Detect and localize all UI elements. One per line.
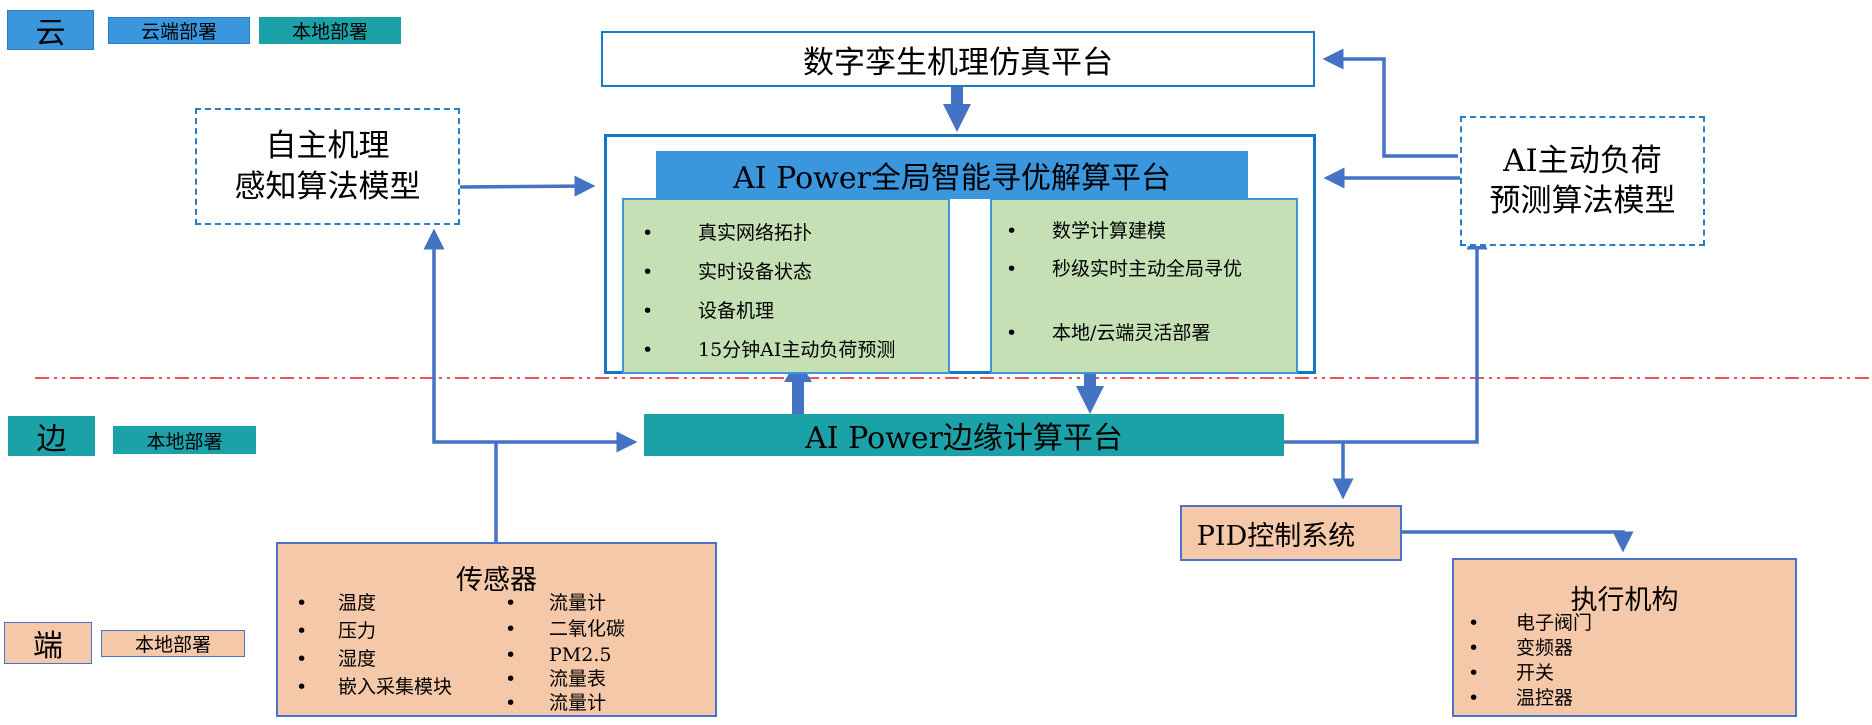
ai-inputs-panel: • 真实网络拓扑 • 实时设备状态 • 设备机理 • 15分钟AI主动负荷预测 xyxy=(622,198,950,374)
bullet-icon: • xyxy=(296,648,308,670)
sensor-label: 流量计 xyxy=(549,692,607,714)
list-item: • 秒级实时主动全局寻优 xyxy=(1006,257,1256,283)
tier-tag-end: 端 xyxy=(4,622,92,664)
list-item: • 数学计算建模 xyxy=(1006,219,1286,245)
actuators-box[interactable]: 执行机构 • 电子阀门 • 变频器 • 开关 • 温控器 xyxy=(1452,558,1797,717)
actuator-label: 电子阀门 xyxy=(1516,612,1593,634)
ai-platform-title-bar[interactable]: AI Power全局智能寻优解算平台 xyxy=(656,151,1248,199)
sensor-label: 压力 xyxy=(338,620,377,642)
ai-outputs-panel: • 数学计算建模 • 秒级实时主动全局寻优 • 本地/云端灵活部署 xyxy=(990,198,1298,374)
sensor-label: 流量表 xyxy=(549,668,607,690)
deploy-tag-label: 本地部署 xyxy=(134,634,211,656)
arrow-perception-to-ai xyxy=(459,175,596,197)
actuator-label: 变频器 xyxy=(1516,637,1574,659)
arrow-forecast-to-twin xyxy=(1322,48,1458,158)
list-item: • 温度 xyxy=(296,594,376,613)
sensor-label: 温度 xyxy=(338,592,377,614)
list-item: • 本地/云端灵活部署 xyxy=(1006,321,1286,347)
output-label: 本地/云端灵活部署 xyxy=(1052,322,1211,344)
perception-model-line-2: 感知算法模型 xyxy=(234,168,421,205)
bullet-icon: • xyxy=(296,592,308,614)
input-label: 设备机理 xyxy=(698,300,775,322)
input-label: 15分钟AI主动负荷预测 xyxy=(698,339,896,361)
list-item: • 设备机理 xyxy=(642,302,774,321)
pid-control-label: PID控制系统 xyxy=(1196,520,1356,552)
arrow-pid-to-actuator xyxy=(1402,530,1634,553)
list-item: • 湿度 xyxy=(296,650,376,669)
output-label: 秒级实时主动全局寻优 xyxy=(1052,258,1243,280)
deploy-tag-end-local: 本地部署 xyxy=(101,630,245,657)
actuator-label: 温控器 xyxy=(1516,687,1574,709)
list-item: • PM2.5 xyxy=(505,646,611,665)
twin-platform-label: 数字孪生机理仿真平台 xyxy=(803,44,1113,81)
deploy-tag-label: 本地部署 xyxy=(291,21,368,43)
bullet-icon: • xyxy=(1006,220,1018,242)
forecast-model-line-2: 预测算法模型 xyxy=(1489,183,1676,219)
arrow-junction-to-perception xyxy=(423,228,496,444)
bullet-icon: • xyxy=(505,644,517,666)
pid-control-box[interactable]: PID控制系统 xyxy=(1180,505,1402,561)
bullet-icon: • xyxy=(296,620,308,642)
bullet-icon: • xyxy=(642,300,654,322)
list-item: • 流量计 xyxy=(505,694,606,713)
sensor-label: 嵌入采集模块 xyxy=(338,676,453,698)
bullet-icon: • xyxy=(1468,612,1480,634)
list-item: • 开关 xyxy=(1468,664,1554,683)
bullet-icon: • xyxy=(505,668,517,690)
input-label: 真实网络拓扑 xyxy=(698,222,813,244)
list-item: • 压力 xyxy=(296,622,376,641)
perception-model-box[interactable]: 自主机理 感知算法模型 xyxy=(195,108,460,225)
sensors-box[interactable]: 传感器 • 温度 • 压力 • 湿度 • 嵌入采集模块 • 流量计 • 二氧化碳 • PM2.… xyxy=(276,542,717,717)
tier-tag-edge: 边 xyxy=(8,416,95,457)
sensor-label: 二氧化碳 xyxy=(549,618,626,640)
deploy-tag-label: 本地部署 xyxy=(146,430,223,453)
tier-label-cloud: 云 xyxy=(35,16,66,51)
output-label: 数学计算建模 xyxy=(1052,220,1167,242)
tier-label-end: 端 xyxy=(33,629,63,664)
load-forecast-model-box[interactable]: AI主动负荷 预测算法模型 xyxy=(1460,116,1705,246)
tier-tag-cloud: 云 xyxy=(7,10,94,51)
bullet-icon: • xyxy=(642,222,654,244)
bullet-icon: • xyxy=(1468,637,1480,659)
edge-platform-box[interactable]: AI Power边缘计算平台 xyxy=(644,414,1284,456)
bullet-icon: • xyxy=(1006,258,1018,280)
list-item: • 电子阀门 xyxy=(1468,614,1592,633)
bullet-icon: • xyxy=(505,692,517,714)
actuator-label: 开关 xyxy=(1516,662,1555,684)
tier-label-edge: 边 xyxy=(36,422,67,457)
actuators-title: 执行机构 xyxy=(1570,585,1679,616)
deploy-tag-label: 云端部署 xyxy=(140,21,217,43)
deploy-tag-cloud: 云端部署 xyxy=(108,17,250,44)
list-item: • 二氧化碳 xyxy=(505,620,625,639)
sensor-label: PM2.5 xyxy=(549,644,612,666)
edge-platform-label: AI Power边缘计算平台 xyxy=(805,421,1123,456)
deploy-tag-local: 本地部署 xyxy=(259,17,401,44)
bullet-icon: • xyxy=(1468,662,1480,684)
sensors-title: 传感器 xyxy=(456,565,537,596)
ai-platform-title: AI Power全局智能寻优解算平台 xyxy=(733,161,1171,196)
list-item: • 真实网络拓扑 xyxy=(642,224,812,243)
list-item: • 实时设备状态 xyxy=(642,263,812,282)
bullet-icon: • xyxy=(642,339,654,361)
list-item: • 流量计 xyxy=(505,594,606,613)
bullet-icon: • xyxy=(505,592,517,614)
perception-model-line-1: 自主机理 xyxy=(265,128,390,165)
input-label: 实时设备状态 xyxy=(698,261,813,283)
list-item: • 变频器 xyxy=(1468,639,1573,658)
forecast-model-line-1: AI主动负荷 xyxy=(1503,142,1662,179)
twin-platform-box[interactable]: 数字孪生机理仿真平台 xyxy=(601,31,1315,87)
sensor-label: 湿度 xyxy=(338,648,377,670)
bullet-icon: • xyxy=(1006,322,1018,344)
bullet-icon: • xyxy=(296,676,308,698)
list-item: • 15分钟AI主动负荷预测 xyxy=(642,341,895,360)
bullet-icon: • xyxy=(505,618,517,640)
sensor-label: 流量计 xyxy=(549,592,607,614)
arrow-twin-to-ai xyxy=(943,87,971,132)
list-item: • 温控器 xyxy=(1468,689,1573,708)
bullet-icon: • xyxy=(1468,687,1480,709)
list-item: • 嵌入采集模块 xyxy=(296,678,452,697)
bullet-icon: • xyxy=(642,261,654,283)
deploy-tag-edge-local: 本地部署 xyxy=(113,426,256,454)
list-item: • 流量表 xyxy=(505,670,606,689)
